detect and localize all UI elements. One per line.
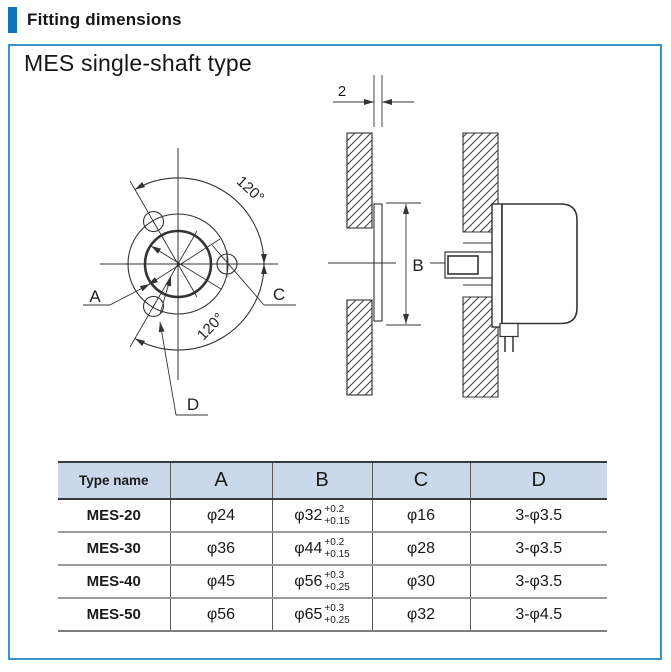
- d-center-pointer: [159, 275, 172, 315]
- cell-type: MES-20: [58, 499, 170, 533]
- box-title: MES single-shaft type: [24, 50, 252, 76]
- label-d: D: [187, 395, 199, 414]
- tolerance-upper: +0.2: [324, 537, 345, 549]
- tolerance-upper: +0.3: [324, 570, 345, 582]
- panel-lower-outline: [346, 299, 373, 395]
- front-view-drawing: 120° 120° A C D: [83, 148, 296, 416]
- cell-type: MES-40: [58, 565, 170, 599]
- table-row: MES-20 φ24 φ32+0.2+0.15 φ16 3-φ3.5: [58, 499, 607, 533]
- cell-a: φ56: [169, 598, 272, 632]
- label-angle-lower: 120°: [194, 310, 228, 344]
- col-header-b: B: [271, 461, 372, 500]
- tolerance-lower: +0.25: [324, 581, 350, 593]
- angle-arc-lower: [134, 263, 267, 351]
- cell-a: φ24: [169, 499, 272, 533]
- table-header-row: Type name A B C D: [58, 461, 607, 500]
- cell-c: φ32: [371, 598, 470, 632]
- label-b: B: [412, 256, 423, 275]
- a-leader: [109, 283, 151, 306]
- encoder-flange: [491, 203, 503, 328]
- tolerance-lower: +0.15: [324, 548, 350, 560]
- cell-c: φ30: [371, 565, 470, 599]
- tolerance-lower: +0.25: [324, 614, 350, 626]
- cell-b: φ56+0.3+0.25: [271, 565, 372, 599]
- panel-lower: [346, 299, 373, 396]
- cell-c: φ28: [371, 532, 470, 566]
- cell-type: MES-30: [58, 532, 170, 566]
- tolerance-upper: +0.3: [324, 603, 345, 615]
- table-row: MES-40 φ45 φ56+0.3+0.25 φ30 3-φ3.5: [58, 565, 607, 599]
- col-header-d: D: [469, 461, 607, 500]
- col-header-a: A: [169, 461, 272, 500]
- cell-type: MES-50: [58, 598, 170, 632]
- cell-d: 3-φ3.5: [469, 499, 607, 533]
- cell-d: 3-φ3.5: [469, 565, 607, 599]
- cell-b: φ44+0.2+0.15: [271, 532, 372, 566]
- a-diameter-line: [150, 245, 222, 290]
- label-angle-upper: 120°: [233, 173, 267, 207]
- col-header-type-name: Type name: [58, 461, 170, 500]
- cell-d: 3-φ3.5: [469, 532, 607, 566]
- cell-d: 3-φ4.5: [469, 598, 607, 632]
- shaft-detail: [447, 255, 479, 275]
- accent-bar: [8, 7, 17, 33]
- cell-a: φ45: [169, 565, 272, 599]
- angle-arc-upper: [134, 177, 267, 265]
- page-header: Fitting dimensions: [8, 7, 182, 33]
- radial-120: [129, 180, 198, 298]
- dimension-table: Type name A B C D MES-20 φ24 φ32+0.2+0.1…: [58, 461, 607, 632]
- tolerance-upper: +0.2: [324, 504, 345, 516]
- col-header-c: C: [371, 461, 470, 500]
- label-a: A: [89, 287, 101, 306]
- cell-c: φ16: [371, 499, 470, 533]
- c-diameter-line: [147, 238, 221, 286]
- panel-upper: [346, 132, 373, 229]
- d-leader: [158, 321, 177, 416]
- encoder-body: [501, 203, 578, 325]
- table-row: MES-50 φ56 φ65+0.3+0.25 φ32 3-φ4.5: [58, 598, 607, 632]
- cell-b: φ32+0.2+0.15: [271, 499, 372, 533]
- c-leader: [211, 244, 265, 306]
- lead-connector: [499, 322, 519, 338]
- table-row: MES-30 φ36 φ44+0.2+0.15 φ28 3-φ3.5: [58, 532, 607, 566]
- panel-upper-outline: [346, 133, 373, 229]
- flange-plate: [373, 203, 383, 322]
- label-c: C: [273, 285, 285, 304]
- cell-b: φ65+0.3+0.25: [271, 598, 372, 632]
- label-thickness: 2: [338, 83, 346, 100]
- side-view-drawing: [430, 132, 578, 398]
- section-view-drawing: 2 B: [328, 75, 424, 396]
- cell-a: φ36: [169, 532, 272, 566]
- tolerance-lower: +0.15: [324, 515, 350, 527]
- page-title: Fitting dimensions: [27, 10, 182, 29]
